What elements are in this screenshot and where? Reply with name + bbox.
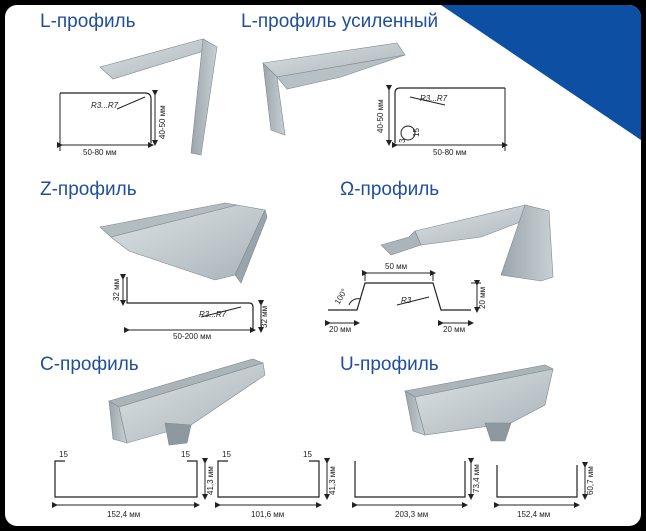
l-height-label: 40-50 мм <box>158 105 167 139</box>
u-a-height-label: 73,4 мм <box>472 464 481 493</box>
z-right-height-label: 32 мм <box>260 306 269 328</box>
c-profile-render <box>108 358 266 446</box>
u-profile-title: U-профиль <box>340 354 439 375</box>
c-b-lip-right-label: 15 <box>303 450 312 459</box>
z-left-height-label: 32 мм <box>112 279 121 301</box>
l-reinforced-title: L-профиль усиленный <box>241 11 439 32</box>
profiles-sheet: R3...R7 50-80 мм 40-50 мм R3...R7 50-80 … <box>5 5 641 526</box>
omega-profile-drawing <box>325 270 481 326</box>
u-profile-drawings <box>352 458 588 508</box>
lr-fold-b-label: 15 <box>412 128 421 137</box>
z-width-label: 50-200 мм <box>173 332 211 341</box>
blue-corner-accent <box>441 5 641 140</box>
omega-right-flange-label: 20 мм <box>443 325 465 334</box>
c-a-lip-left-label: 15 <box>59 450 68 459</box>
omega-left-flange-label: 20 мм <box>329 325 351 334</box>
lr-height-label: 40-50 мм <box>376 99 385 133</box>
u-b-width-label: 152,4 мм <box>517 510 550 519</box>
l-reinforced-drawing <box>386 85 508 151</box>
omega-profile-title: Ω-профиль <box>340 179 440 200</box>
l-profile-title: L-профиль <box>40 11 136 32</box>
z-radius-label: R3...R7 <box>199 310 227 319</box>
c-a-lip-right-label: 15 <box>181 450 190 459</box>
lr-fold-a-label: 3 <box>398 138 407 143</box>
c-a-width-label: 152,4 мм <box>107 510 140 519</box>
profiles-artwork: R3...R7 50-80 мм 40-50 мм R3...R7 50-80 … <box>52 38 595 519</box>
omega-top-label: 50 мм <box>385 262 407 271</box>
l-profile-render <box>99 38 218 156</box>
c-b-lip-left-label: 15 <box>222 450 231 459</box>
lr-radius-label: R3...R7 <box>420 94 448 103</box>
lr-width-label: 50-80 мм <box>433 148 467 157</box>
c-b-width-label: 101,6 мм <box>251 510 284 519</box>
l-radius-label: R3...R7 <box>91 101 119 110</box>
l-reinforced-render <box>262 42 406 136</box>
u-profile-render <box>404 364 554 442</box>
z-profile-render <box>99 202 268 284</box>
l-profile-drawing <box>57 90 158 151</box>
omega-height-label: 20 мм <box>478 287 487 309</box>
c-profile-drawings <box>52 458 330 508</box>
u-b-height-label: 60,7 мм <box>586 466 595 495</box>
c-b-height-label: 41,3 мм <box>328 466 337 495</box>
l-width-label: 50-80 мм <box>83 148 117 157</box>
u-a-width-label: 203,3 мм <box>395 510 428 519</box>
omega-profile-render <box>380 204 554 282</box>
c-a-height-label: 41,3 мм <box>206 466 215 495</box>
z-profile-title: Z-профиль <box>40 179 137 200</box>
omega-radius-label: R3 <box>401 296 412 305</box>
omega-angle-label: 100° <box>333 287 349 306</box>
z-profile-drawing <box>120 274 264 333</box>
c-profile-title: C-профиль <box>40 354 139 375</box>
